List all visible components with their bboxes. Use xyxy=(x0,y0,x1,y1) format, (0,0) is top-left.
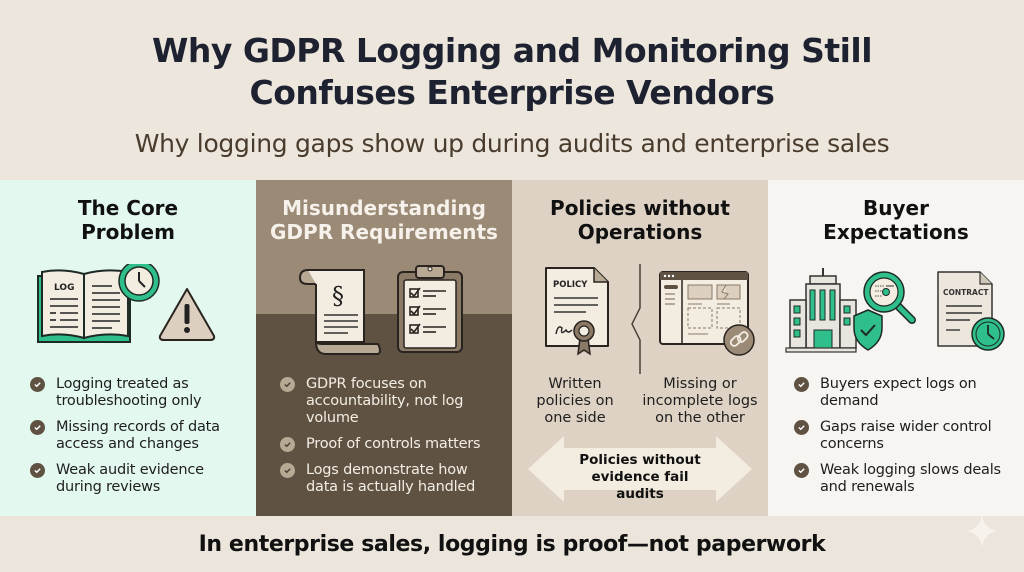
office-building-icon xyxy=(785,268,857,353)
bullet-text: Missing records of data access and chang… xyxy=(56,419,220,452)
check-icon xyxy=(794,420,809,435)
panel-title-line: GDPR Requirements xyxy=(270,220,498,244)
bullet-text: Buyers expect logs on demand xyxy=(820,376,977,409)
sparkle-icon xyxy=(966,515,998,547)
check-icon xyxy=(30,420,45,435)
warning-triangle-icon xyxy=(158,288,216,341)
arrow-text-line: evidence fail audits xyxy=(591,469,689,502)
check-icon xyxy=(280,437,295,452)
panel-title: Buyer Expectations xyxy=(768,196,1024,244)
list-item: Gaps raise wider control concerns xyxy=(794,419,1014,453)
check-icon xyxy=(280,463,295,478)
panel-title-line: The Core xyxy=(77,196,179,220)
bullet-text: Gaps raise wider control concerns xyxy=(820,419,992,452)
panel-title-line: Buyer xyxy=(863,196,929,220)
check-icon xyxy=(794,377,809,392)
page-subtitle: Why logging gaps show up during audits a… xyxy=(134,129,890,158)
policy-document-icon: POLICY xyxy=(545,267,609,356)
caption-written-policies: Written policies on one side xyxy=(536,376,614,426)
title-line-1: Why GDPR Logging and Monitoring Still xyxy=(151,31,873,70)
broken-link-icon xyxy=(723,324,755,356)
panel-policies-without-operations: Policies without Operations POLICY xyxy=(512,180,768,516)
policies-illustration: POLICY xyxy=(512,258,768,374)
list-item: Logs demonstrate how data is actually ha… xyxy=(280,462,500,496)
list-item: Logging treated as troubleshooting only xyxy=(30,376,250,410)
bullet-text: Logs demonstrate how data is actually ha… xyxy=(306,462,476,495)
panel-title-line: Misunderstanding xyxy=(282,196,486,220)
panel-core-problem: The Core Problem LOG xyxy=(0,180,256,516)
bullet-list: GDPR focuses on accountability, not log … xyxy=(280,376,500,505)
shield-check-icon xyxy=(853,309,883,351)
bullet-text: Weak logging slows deals and renewals xyxy=(820,462,1001,495)
core-problem-illustration: LOG xyxy=(0,260,256,364)
dashboard-window-icon xyxy=(659,271,749,345)
list-item: Missing records of data access and chang… xyxy=(30,419,250,453)
open-log-book-icon: LOG xyxy=(37,269,131,343)
magnifier-icon xyxy=(863,271,916,324)
svg-text:LOG: LOG xyxy=(54,283,74,293)
panel-title-line: Operations xyxy=(577,220,703,244)
svg-text:§: § xyxy=(332,282,344,310)
bullet-text: Logging treated as troubleshooting only xyxy=(56,376,202,409)
bullet-text: Proof of controls matters xyxy=(306,436,481,452)
panel-misunderstanding-gdpr: Misunderstanding GDPR Requirements § xyxy=(256,180,512,516)
list-item: Buyers expect logs on demand xyxy=(794,376,1014,410)
panel-title: Policies without Operations xyxy=(512,196,768,244)
list-item: Proof of controls matters xyxy=(280,436,500,453)
double-arrow-icon xyxy=(528,436,752,502)
panel-buyer-expectations: Buyer Expectations xyxy=(768,180,1024,516)
list-item: GDPR focuses on accountability, not log … xyxy=(280,376,500,427)
check-icon xyxy=(30,377,45,392)
list-item: Weak logging slows deals and renewals xyxy=(794,462,1014,496)
check-icon xyxy=(280,377,295,392)
header: Why GDPR Logging and Monitoring Still Co… xyxy=(0,0,1024,180)
panel-top-band xyxy=(256,180,512,314)
clock-icon xyxy=(118,260,160,302)
panel-title-line: Problem xyxy=(81,220,175,244)
checklist-clipboard-icon xyxy=(397,265,463,353)
svg-text:POLICY: POLICY xyxy=(553,280,588,290)
divider-line xyxy=(631,258,641,374)
arrow-text-line: Policies without xyxy=(579,452,701,468)
double-arrow-callout: Policies without evidence fail audits xyxy=(528,436,752,502)
bullet-list: Buyers expect logs on demand Gaps raise … xyxy=(794,376,1014,505)
bullet-list: Logging treated as troubleshooting only … xyxy=(30,376,250,505)
contract-clock-icon: CONTRACT xyxy=(937,271,1005,351)
buyer-illustration: CONTRACT xyxy=(768,264,1024,364)
footer-tagline: In enterprise sales, logging is proof—no… xyxy=(198,532,826,557)
bullet-text: Weak audit evidence during reviews xyxy=(56,462,204,495)
check-icon xyxy=(794,463,809,478)
panel-title: Misunderstanding GDPR Requirements xyxy=(256,196,512,244)
legal-scroll-section-icon: § xyxy=(298,269,381,355)
bullet-text: GDPR focuses on accountability, not log … xyxy=(306,376,464,426)
footer-banner: In enterprise sales, logging is proof—no… xyxy=(0,516,1024,572)
caption-missing-logs: Missing or incomplete logs on the other xyxy=(642,376,758,426)
page-title: Why GDPR Logging and Monitoring Still Co… xyxy=(0,30,1024,114)
arrow-text: Policies without evidence fail audits xyxy=(568,452,712,503)
gdpr-illustration: § xyxy=(256,264,512,364)
panel-title-line: Expectations xyxy=(823,220,969,244)
panel-title: The Core Problem xyxy=(0,196,256,244)
title-line-2: Confuses Enterprise Vendors xyxy=(249,73,775,112)
list-item: Weak audit evidence during reviews xyxy=(30,462,250,496)
check-icon xyxy=(30,463,45,478)
svg-text:CONTRACT: CONTRACT xyxy=(943,288,989,297)
panel-title-line: Policies without xyxy=(550,196,730,220)
